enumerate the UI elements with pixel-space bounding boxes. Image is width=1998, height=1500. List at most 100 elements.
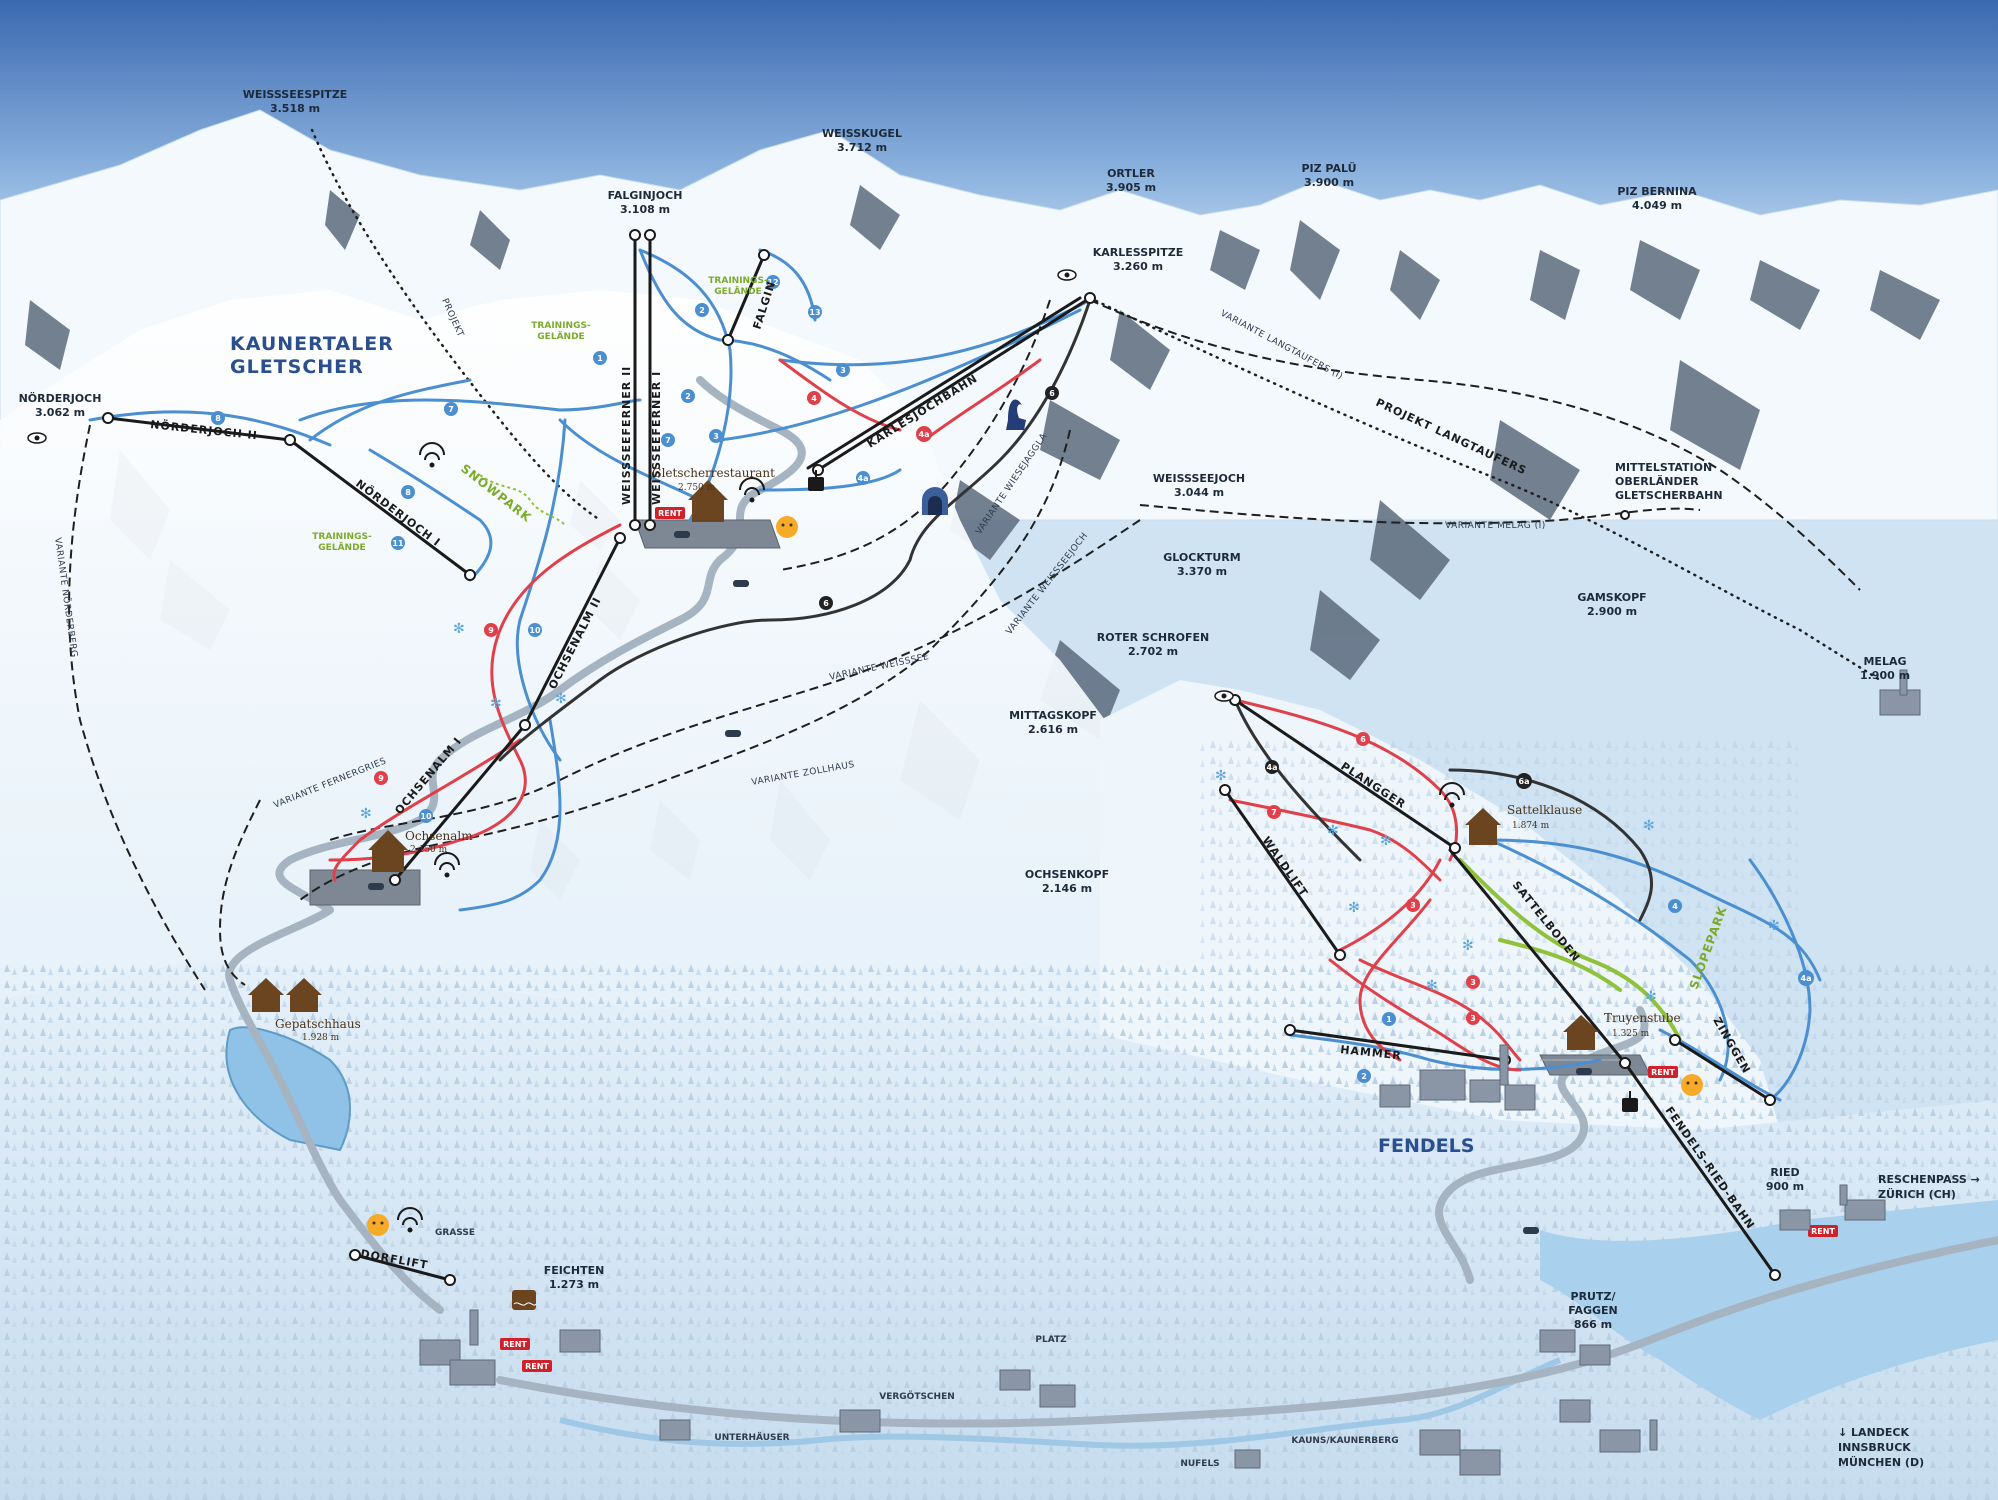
piste-badge-6a-black[interactable]: 6a (1516, 773, 1532, 789)
piste-badge-3[interactable]: 3 (836, 363, 850, 377)
snowflake-icon: ✻ (555, 691, 567, 707)
svg-text:9: 9 (488, 626, 494, 635)
direction-landeck-line3: MÜNCHEN (D) (1838, 1455, 1924, 1469)
place-elevation: 1.900 m (1860, 669, 1910, 682)
ibex-icon (1006, 399, 1026, 430)
svg-text:7: 7 (1271, 808, 1277, 817)
piste-badge-7[interactable]: 7 (444, 402, 458, 416)
svg-text:6: 6 (1360, 735, 1366, 744)
piste-badge-7b[interactable]: 7 (661, 433, 675, 447)
piste-badge-1[interactable]: 1 (593, 351, 607, 365)
piste-badge-8b[interactable]: 8 (401, 485, 415, 499)
training-area-1-line2: GELÄNDE (714, 286, 761, 297)
snowflake-icon: ✻ (1380, 833, 1392, 849)
peak-name: GLOCKTURM (1163, 551, 1240, 564)
svg-text:4a: 4a (1267, 763, 1278, 772)
rent-badge-glacier[interactable]: RENT (655, 507, 685, 519)
svg-text:3: 3 (1470, 978, 1476, 987)
svg-text:3: 3 (1470, 1014, 1476, 1023)
piste-badge-4a-fendels[interactable]: 4a (1798, 970, 1814, 986)
rent-badge-ried[interactable]: RENT (1808, 1225, 1838, 1237)
training-area-2-line1: TRAININGS- (531, 321, 591, 331)
piste-badge-11[interactable]: 11 (391, 536, 405, 550)
svg-text:4: 4 (811, 394, 817, 403)
piste-badge-1-fendels[interactable]: 1 (1382, 1012, 1396, 1026)
peak-elevation: 3.518 m (270, 102, 320, 115)
hut-icon[interactable] (248, 978, 284, 1012)
piste-badge-9b[interactable]: 9 (374, 771, 388, 785)
hut-icon[interactable] (1563, 1015, 1599, 1050)
svg-text:9: 9 (378, 774, 384, 783)
piste-badge-13[interactable]: 13 (808, 305, 822, 319)
piste-badge-9[interactable]: 9 (484, 623, 498, 637)
svg-text:RENT: RENT (1811, 1227, 1835, 1236)
hut-name: Ochsenalm (405, 829, 473, 843)
piste-badge-4-fendels[interactable]: 4 (1668, 899, 1682, 913)
peak-name: MITTAGSKOPF (1009, 709, 1097, 722)
piste-badge-6-black-b[interactable]: 6 (819, 596, 833, 610)
peak-elevation: 3.062 m (35, 406, 85, 419)
svg-text:4a: 4a (919, 430, 930, 439)
svg-text:2: 2 (1361, 1072, 1367, 1081)
piste-badge-4[interactable]: 4 (807, 391, 821, 405)
piste-badge-12[interactable]: 12 (766, 275, 780, 289)
piste-badge-2-fendels[interactable]: 2 (1357, 1069, 1371, 1083)
peak-name: ORTLER (1107, 167, 1155, 180)
place-name-line2: FAGGEN (1568, 1304, 1618, 1317)
svg-text:3: 3 (840, 366, 846, 375)
snowflake-icon: ✻ (490, 696, 502, 712)
peak-elevation: 3.900 m (1304, 176, 1354, 189)
snowflake-icon: ✻ (1348, 900, 1360, 916)
green-runs (1458, 858, 1682, 1042)
svg-text:6a: 6a (1519, 777, 1530, 786)
eye-icon[interactable] (1214, 690, 1234, 702)
svg-text:2: 2 (699, 306, 705, 315)
svg-text:6: 6 (823, 599, 829, 608)
hut-icon[interactable] (1465, 808, 1501, 845)
piste-badge-4a[interactable]: 4a (916, 426, 932, 442)
training-area-3-line2: GELÄNDE (318, 542, 365, 553)
svg-text:4a: 4a (858, 474, 869, 483)
kids-mascot-icon (776, 516, 798, 538)
peak-elevation: 2.616 m (1028, 723, 1078, 736)
eye-icon[interactable] (27, 432, 47, 444)
piste-badge-3b[interactable]: 3 (709, 429, 723, 443)
snowflake-icon: ✻ (1645, 989, 1657, 1005)
rent-badge-feichten-2[interactable]: RENT (522, 1360, 552, 1372)
place-name: GRASSE (435, 1228, 475, 1238)
svg-text:1: 1 (597, 354, 603, 363)
piste-badge-6-black[interactable]: 6 (1045, 386, 1059, 400)
tunnel-icon (922, 487, 948, 515)
peak-elevation: 2.146 m (1042, 882, 1092, 895)
training-area-2-line2: GELÄNDE (537, 331, 584, 342)
piste-badge-2[interactable]: 2 (695, 303, 709, 317)
piste-badge-7-red[interactable]: 7 (1267, 805, 1281, 819)
piste-badge-3-red-b[interactable]: 3 (1466, 975, 1480, 989)
direction-reschen-line1: RESCHENPASS → (1878, 1173, 1980, 1186)
mittelstation-label: MITTELSTATION OBERLÄNDER GLETSCHERBAHN (1615, 461, 1723, 502)
piste-badge-10[interactable]: 10 (528, 623, 542, 637)
rent-badge-feichten-1[interactable]: RENT (500, 1338, 530, 1350)
piste-badge-5-black[interactable]: 4a (1265, 760, 1279, 774)
hut-icon[interactable] (286, 978, 322, 1012)
place-name: PLATZ (1035, 1335, 1067, 1345)
piste-badge-8[interactable]: 8 (211, 411, 225, 425)
piste-badge-2b[interactable]: 2 (681, 389, 695, 403)
hut-icon[interactable] (688, 480, 728, 522)
peak-elevation: 3.260 m (1113, 260, 1163, 273)
direction-landeck-line1: ↓ LANDECK (1838, 1426, 1909, 1439)
piste-badge-3-red[interactable]: 3 (1406, 898, 1420, 912)
rent-badge-fendels[interactable]: RENT (1648, 1066, 1678, 1078)
snowflake-icon: ✻ (1215, 768, 1227, 784)
svg-text:13: 13 (809, 308, 820, 317)
place-name: MELAG (1863, 655, 1906, 668)
eye-icon[interactable] (1057, 269, 1077, 281)
piste-badge-6-red[interactable]: 6 (1356, 732, 1370, 746)
hut-icon[interactable] (368, 830, 408, 872)
svg-text:RENT: RENT (503, 1340, 527, 1349)
piste-badge-5[interactable]: 4a (856, 471, 870, 485)
route-variante-melag: VARIANTE MELAG (I) (1445, 521, 1546, 531)
peak-name: GAMSKOPF (1577, 591, 1646, 604)
piste-badge-10b[interactable]: 10 (419, 809, 433, 823)
piste-badge-3-red-c[interactable]: 3 (1466, 1011, 1480, 1025)
